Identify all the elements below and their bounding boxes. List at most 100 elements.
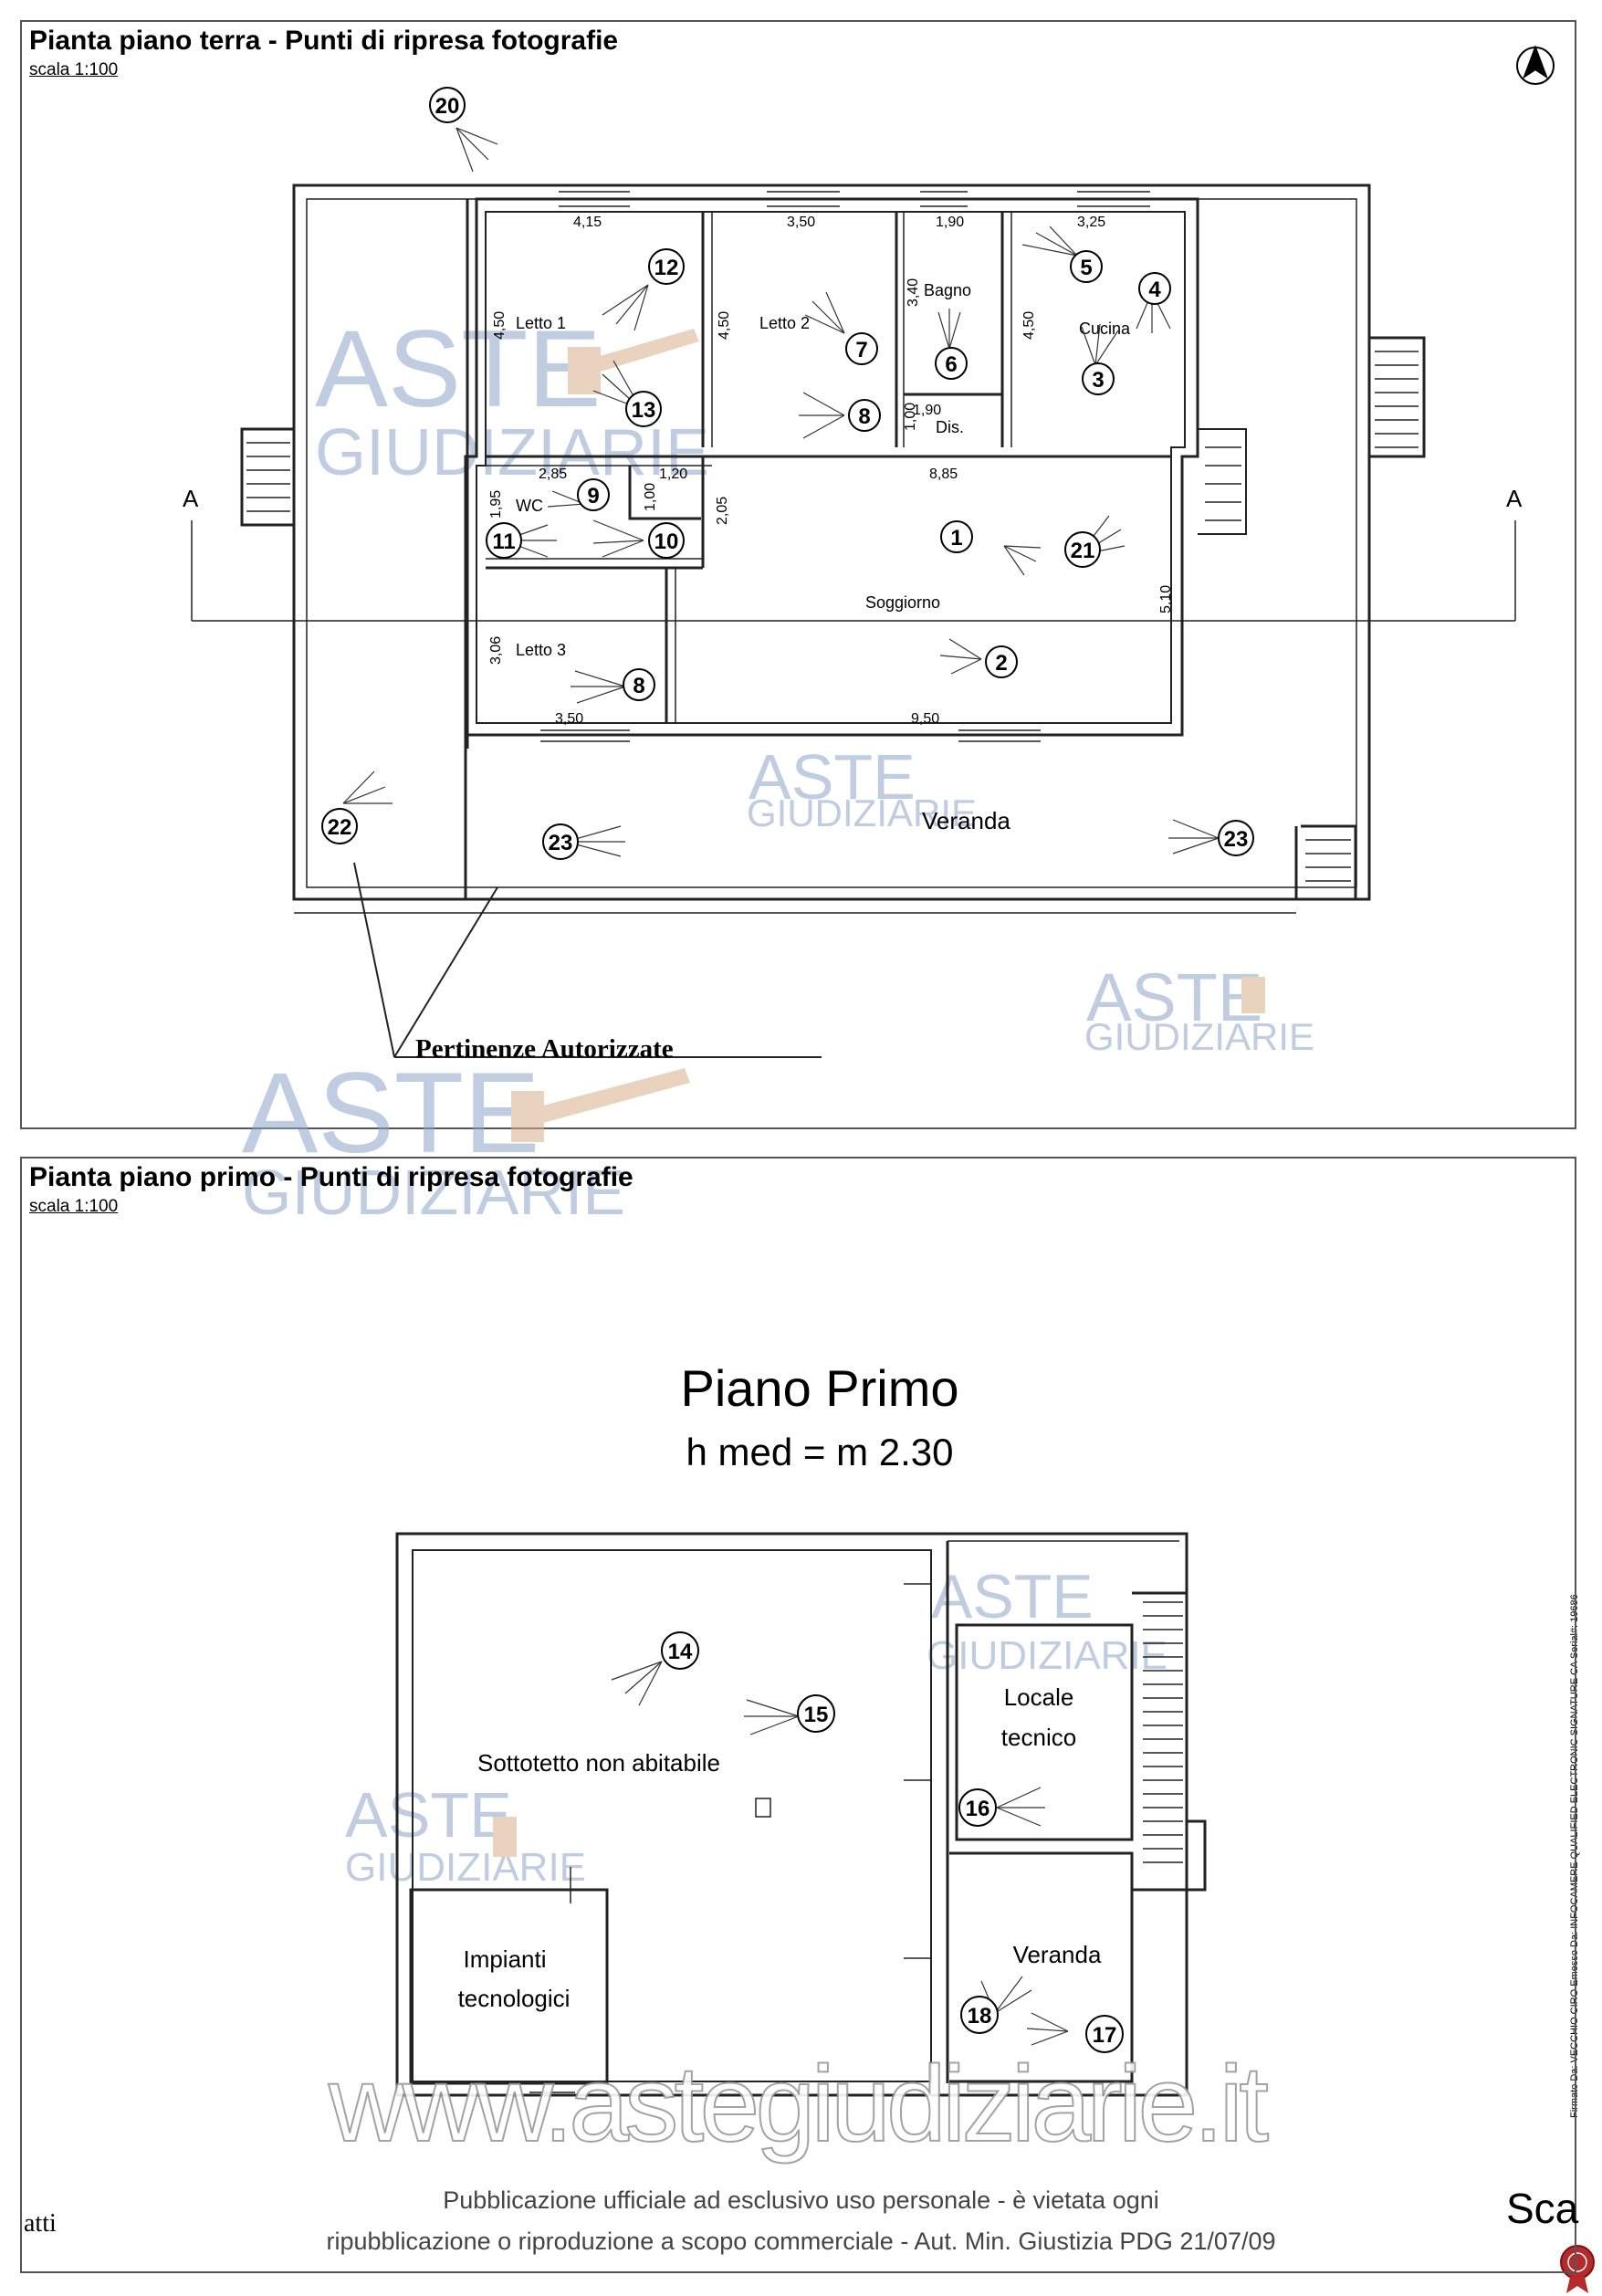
svg-text:13: 13 xyxy=(632,398,656,423)
photo-point-marker: 8 xyxy=(848,399,881,432)
svg-text:4: 4 xyxy=(1148,278,1161,302)
svg-text:16: 16 xyxy=(966,1797,990,1821)
svg-text:7: 7 xyxy=(855,338,867,362)
gavel-head-icon xyxy=(511,1091,544,1142)
photo-point-marker: 21 xyxy=(1064,531,1101,568)
stair-treads xyxy=(246,351,1419,882)
svg-text:8: 8 xyxy=(633,674,644,698)
ground-floor-title: Pianta piano terra - Punti di ripresa fo… xyxy=(29,26,619,56)
photo-point-marker: 3 xyxy=(1082,362,1115,395)
photo-point-marker: 8 xyxy=(623,668,655,701)
svg-text:9: 9 xyxy=(587,484,599,508)
first-floor-scale: scala 1:100 xyxy=(29,1197,119,1216)
dimension-label: 5,10 xyxy=(1158,585,1174,613)
svg-text:5: 5 xyxy=(1080,256,1092,280)
photo-point-marker: 23 xyxy=(542,823,579,860)
ground-floor-panel: Pianta piano terra - Punti di ripresa fo… xyxy=(20,20,1576,1129)
room-label-dis: Dis. xyxy=(936,418,964,436)
room-label-letto3: Letto 3 xyxy=(516,641,566,659)
dimension-label: 2,85 xyxy=(539,467,567,482)
photo-point-marker: 7 xyxy=(845,332,878,365)
room-label-veranda: Veranda xyxy=(922,807,1010,834)
photo-point-marker: 10 xyxy=(648,522,685,559)
watermark-giudiziarie: GIUDIZIARIE xyxy=(1084,1015,1314,1058)
svg-text:18: 18 xyxy=(968,2004,992,2029)
room-label-letto1: Letto 1 xyxy=(516,314,566,332)
room-label-bagno: Bagno xyxy=(924,281,971,299)
section-line-a xyxy=(191,520,1516,622)
watermark-giudiziarie: GIUDIZIARIE xyxy=(747,792,977,834)
gavel-icon xyxy=(529,1068,690,1125)
edge-fragment-left: atti xyxy=(24,2209,57,2238)
photo-point-marker: 22 xyxy=(321,808,358,844)
compass-icon xyxy=(1516,45,1555,85)
watermark-aste: ASTE xyxy=(315,308,601,430)
dimension-label: 3,50 xyxy=(787,215,815,230)
dimension-label: 8,85 xyxy=(929,467,958,482)
svg-text:15: 15 xyxy=(804,1703,829,1727)
edge-fragment-right: Sca xyxy=(1506,2185,1579,2232)
watermark-giudiziarie: GIUDIZIARIE xyxy=(315,416,709,489)
svg-text:12: 12 xyxy=(654,256,679,280)
photo-point-marker: 9 xyxy=(577,478,610,511)
dimension-label: 1,95 xyxy=(488,490,504,519)
room-label-cucina: Cucina xyxy=(1079,320,1131,338)
svg-text:8: 8 xyxy=(858,404,870,429)
room-label-letto2: Letto 2 xyxy=(759,314,810,332)
room-label-sottotetto: Sottotetto non abitabile xyxy=(477,1749,720,1777)
watermark-aste: ASTE xyxy=(931,1562,1094,1631)
watermark-website: www.astegiudiziarie.it xyxy=(328,2044,1269,2165)
watermark-giudiziarie: GIUDIZIARIE xyxy=(927,1633,1167,1678)
svg-text:2: 2 xyxy=(995,651,1007,676)
photo-point-marker: 12 xyxy=(648,248,685,285)
first-floor-walls xyxy=(395,1532,1207,2097)
photo-point-marker: 4 xyxy=(1138,272,1171,305)
watermark-aste: ASTE xyxy=(345,1779,512,1850)
svg-text:1: 1 xyxy=(950,526,962,550)
photo-point-marker: 23 xyxy=(1218,820,1254,856)
dimension-label: 3,50 xyxy=(555,711,583,727)
pertinenze-leader xyxy=(353,862,822,1058)
first-floor-height: h med = m 2.30 xyxy=(686,1431,954,1473)
svg-text:11: 11 xyxy=(492,529,515,554)
photo-point-marker: 20 xyxy=(429,87,466,123)
rosette-seal-icon xyxy=(1560,2245,1595,2293)
photo-point-marker: 6 xyxy=(935,347,968,380)
gavel-icon xyxy=(584,329,699,374)
dimension-label: 4,50 xyxy=(492,311,508,340)
photo-point-marker: 1 xyxy=(940,520,973,553)
dimension-label: 3,06 xyxy=(488,636,504,665)
svg-text:22: 22 xyxy=(328,815,352,840)
stair-treads xyxy=(1143,1601,1183,1863)
gavel-icon xyxy=(493,1817,517,1857)
svg-text:3: 3 xyxy=(1092,368,1104,393)
watermark-group: ASTE GIUDIZIARIE ASTE GIUDIZIARIE ASTE G… xyxy=(242,308,1314,1890)
gavel-icon xyxy=(1241,977,1265,1013)
svg-text:21: 21 xyxy=(1071,539,1095,563)
photo-point-marker: 13 xyxy=(625,391,662,427)
room-label-veranda-first: Veranda xyxy=(1013,1941,1102,1968)
watermark-aste: ASTE xyxy=(1086,959,1262,1035)
section-mark-right: A xyxy=(1506,485,1523,512)
dimension-label: 1,90 xyxy=(936,215,964,230)
first-floor-heading: Piano Primo xyxy=(680,1359,958,1417)
first-floor-title: Pianta piano primo - Punti di ripresa fo… xyxy=(29,1162,633,1192)
room-label-soggiorno: Soggiorno xyxy=(865,593,940,612)
svg-text:23: 23 xyxy=(549,831,573,855)
photo-point-marker: 14 xyxy=(661,1631,699,1670)
pertinenze-label: Pertinenze Autorizzate xyxy=(415,1034,674,1064)
dimension-label: 3,40 xyxy=(906,278,921,307)
dimension-label: 4,50 xyxy=(1021,311,1037,340)
room-label-impianti: Impianti xyxy=(463,1945,546,1973)
first-floor-panel: Pianta piano primo - Punti di ripresa fo… xyxy=(20,1157,1576,2273)
room-label-locale-tecnico: Locale xyxy=(1004,1683,1074,1711)
watermark-aste: ASTE xyxy=(749,741,916,813)
ground-floor-walls xyxy=(240,183,1426,914)
svg-text:14: 14 xyxy=(668,1640,693,1664)
dimension-label: 4,50 xyxy=(717,311,732,340)
photo-point-marker: 11 xyxy=(486,522,522,559)
svg-text:17: 17 xyxy=(1093,2023,1117,2048)
svg-text:6: 6 xyxy=(945,352,957,377)
gavel-head-icon xyxy=(568,347,601,394)
